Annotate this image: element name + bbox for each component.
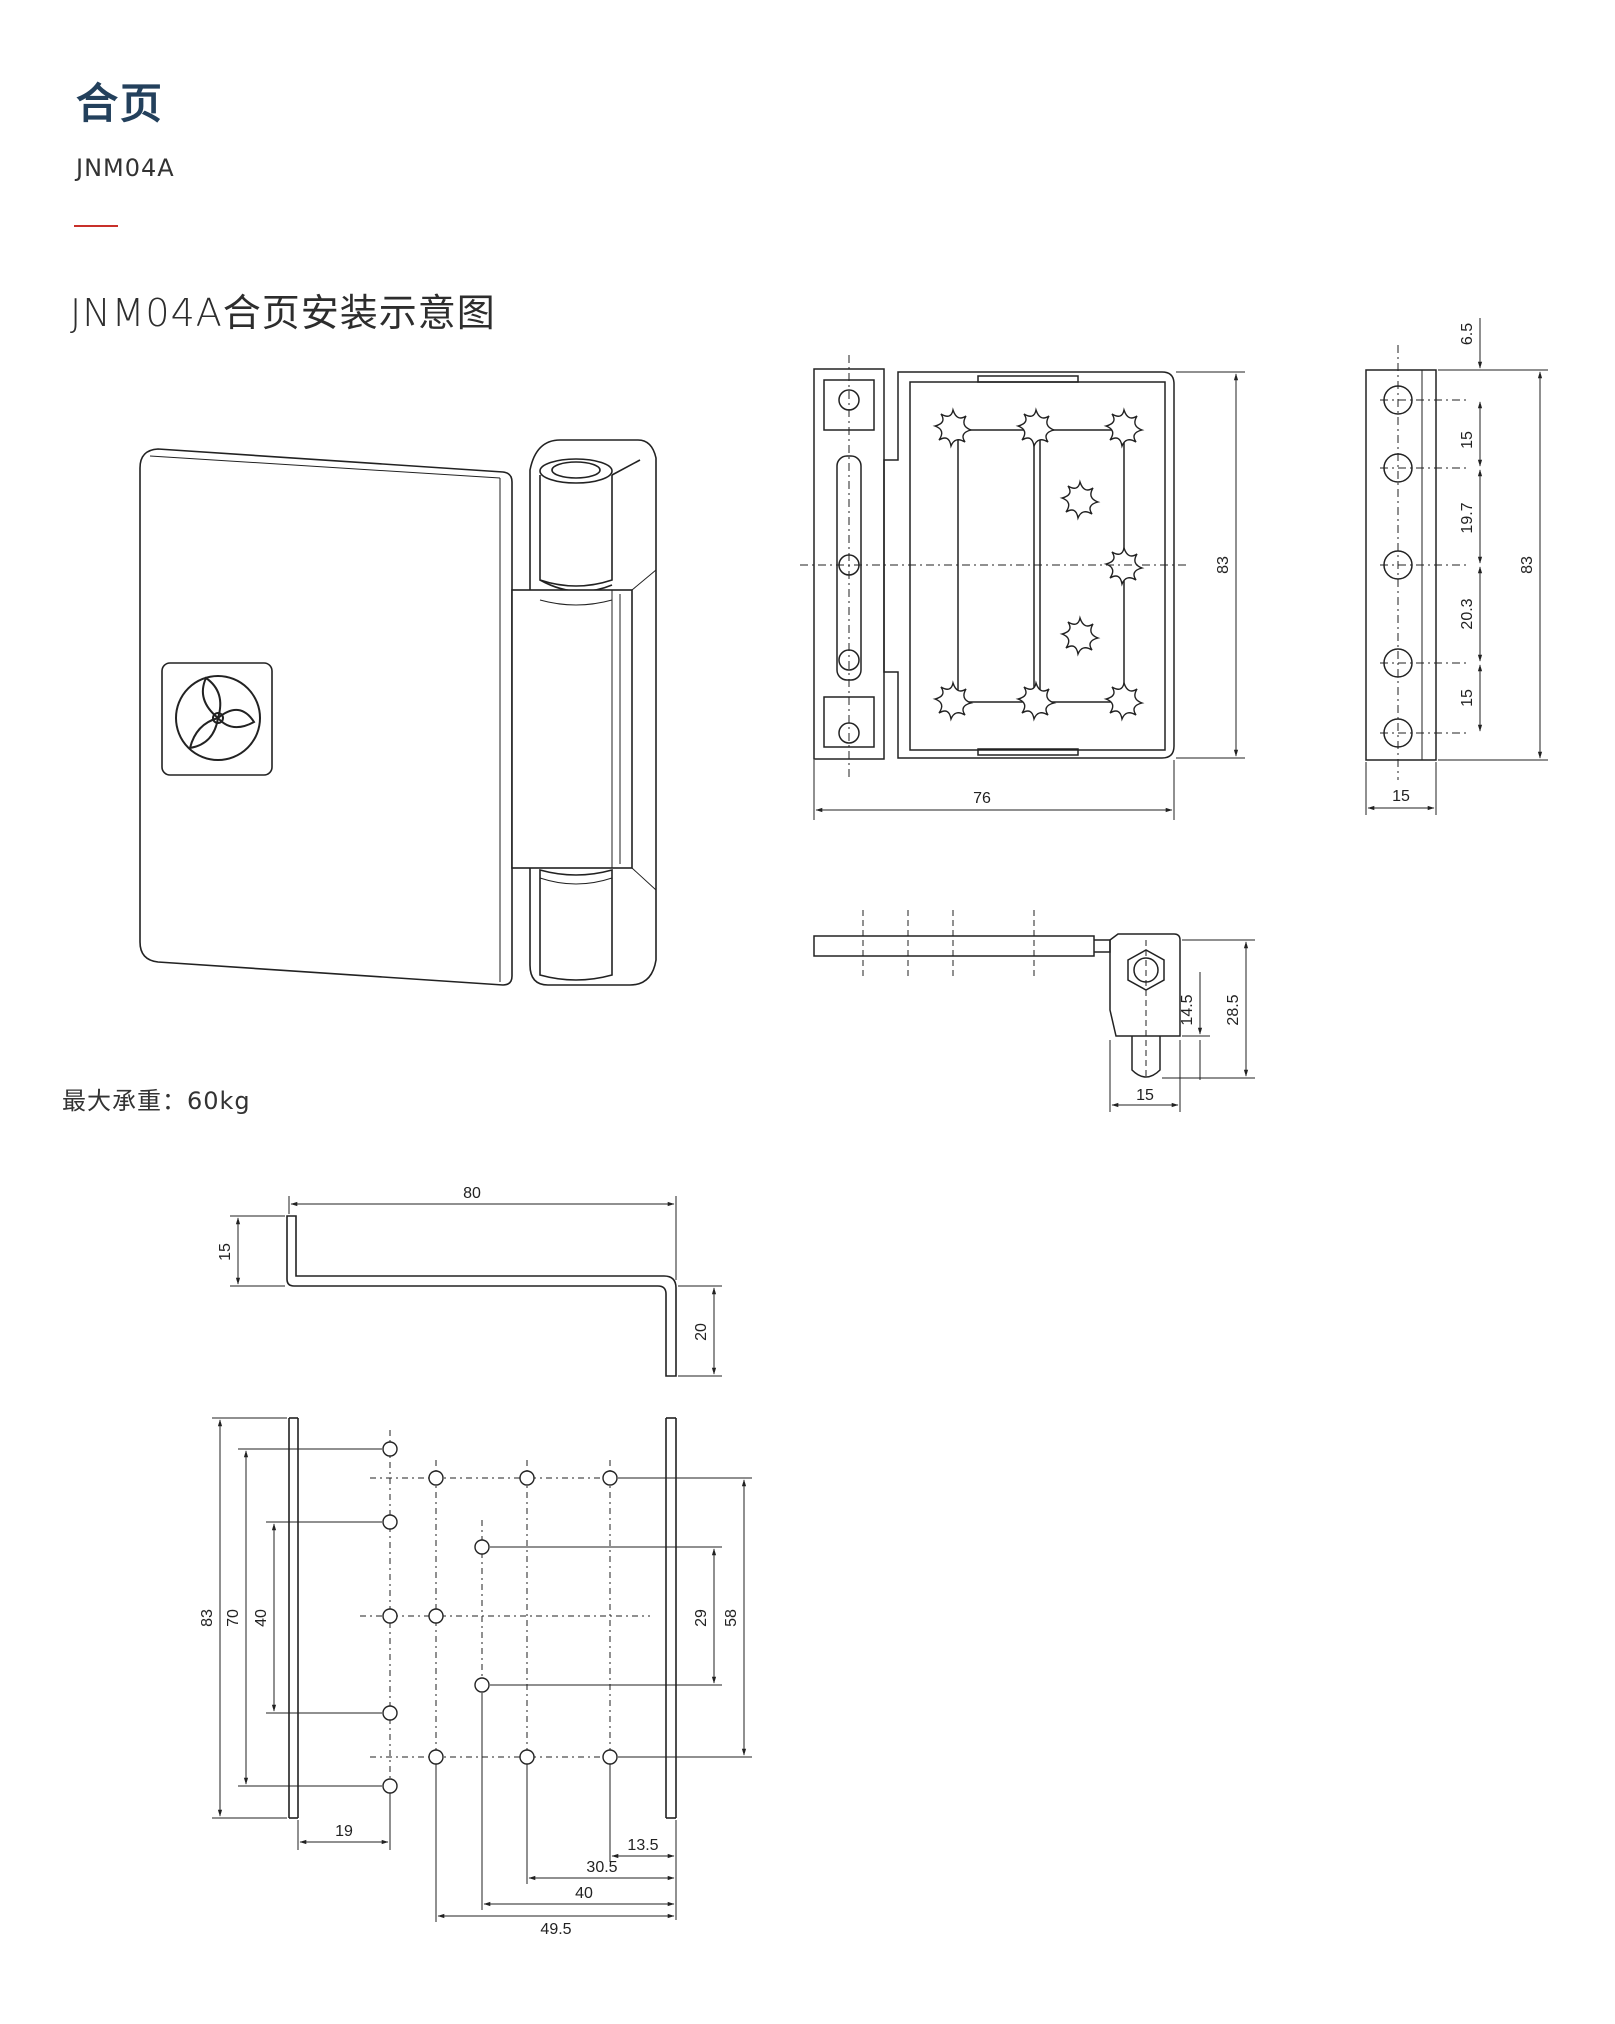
diagram-title: JNM04A合页安装示意图 [70, 291, 496, 335]
dim-side-top: 6.5 [1459, 323, 1476, 345]
brand-logo-icon [161, 662, 273, 776]
dim-plate-h: 83 [199, 1609, 216, 1627]
accent-divider [74, 225, 118, 227]
dim-side-pitch-1: 15 [1459, 431, 1476, 449]
dim-side-pitch-3: 20.3 [1459, 598, 1476, 629]
top-view-dimensions [1109, 939, 1255, 1112]
dim-side-width: 15 [1392, 788, 1410, 805]
fixing-hole-icons [932, 407, 1143, 720]
dim-top-w: 15 [1136, 1087, 1154, 1104]
dim-side-pitch-2: 19.7 [1459, 502, 1476, 533]
dim-plate-x19: 19 [335, 1823, 353, 1840]
dim-sec-h1: 15 [217, 1243, 234, 1261]
dim-plate-h40: 40 [253, 1609, 270, 1627]
dim-plate-x40: 40 [575, 1885, 593, 1902]
plate-dimensions [212, 1417, 752, 1922]
top-view [813, 933, 1181, 1078]
front-view-dimensions [813, 371, 1245, 820]
model-number: JNM04A [76, 154, 175, 182]
dim-plate-x305: 30.5 [586, 1859, 617, 1876]
dim-side-pitch-4: 15 [1459, 689, 1476, 707]
plate-hole-icons [382, 1441, 618, 1794]
section-profile [286, 1215, 677, 1377]
dim-sec-h2: 20 [693, 1323, 710, 1341]
dim-side-height: 83 [1519, 556, 1536, 574]
dim-front-width: 76 [973, 790, 991, 807]
dim-top-b: 28.5 [1225, 994, 1242, 1025]
plate-layout [288, 1417, 677, 1819]
dim-plate-h70: 70 [225, 1609, 242, 1627]
dim-plate-x495: 49.5 [540, 1921, 571, 1938]
hinge-illustration [139, 439, 657, 986]
section-dimensions [230, 1196, 722, 1377]
dim-front-height: 83 [1215, 556, 1232, 574]
dim-top-a: 14.5 [1179, 994, 1196, 1025]
dim-plate-h58: 58 [723, 1609, 740, 1627]
dim-plate-h29: 29 [693, 1609, 710, 1627]
max-load-spec: 最大承重：60kg [62, 1087, 251, 1115]
dim-sec-len: 80 [463, 1185, 481, 1202]
side-view-dimensions [1365, 318, 1548, 815]
page-title: 合页 [76, 79, 165, 128]
dim-plate-x135: 13.5 [627, 1837, 658, 1854]
